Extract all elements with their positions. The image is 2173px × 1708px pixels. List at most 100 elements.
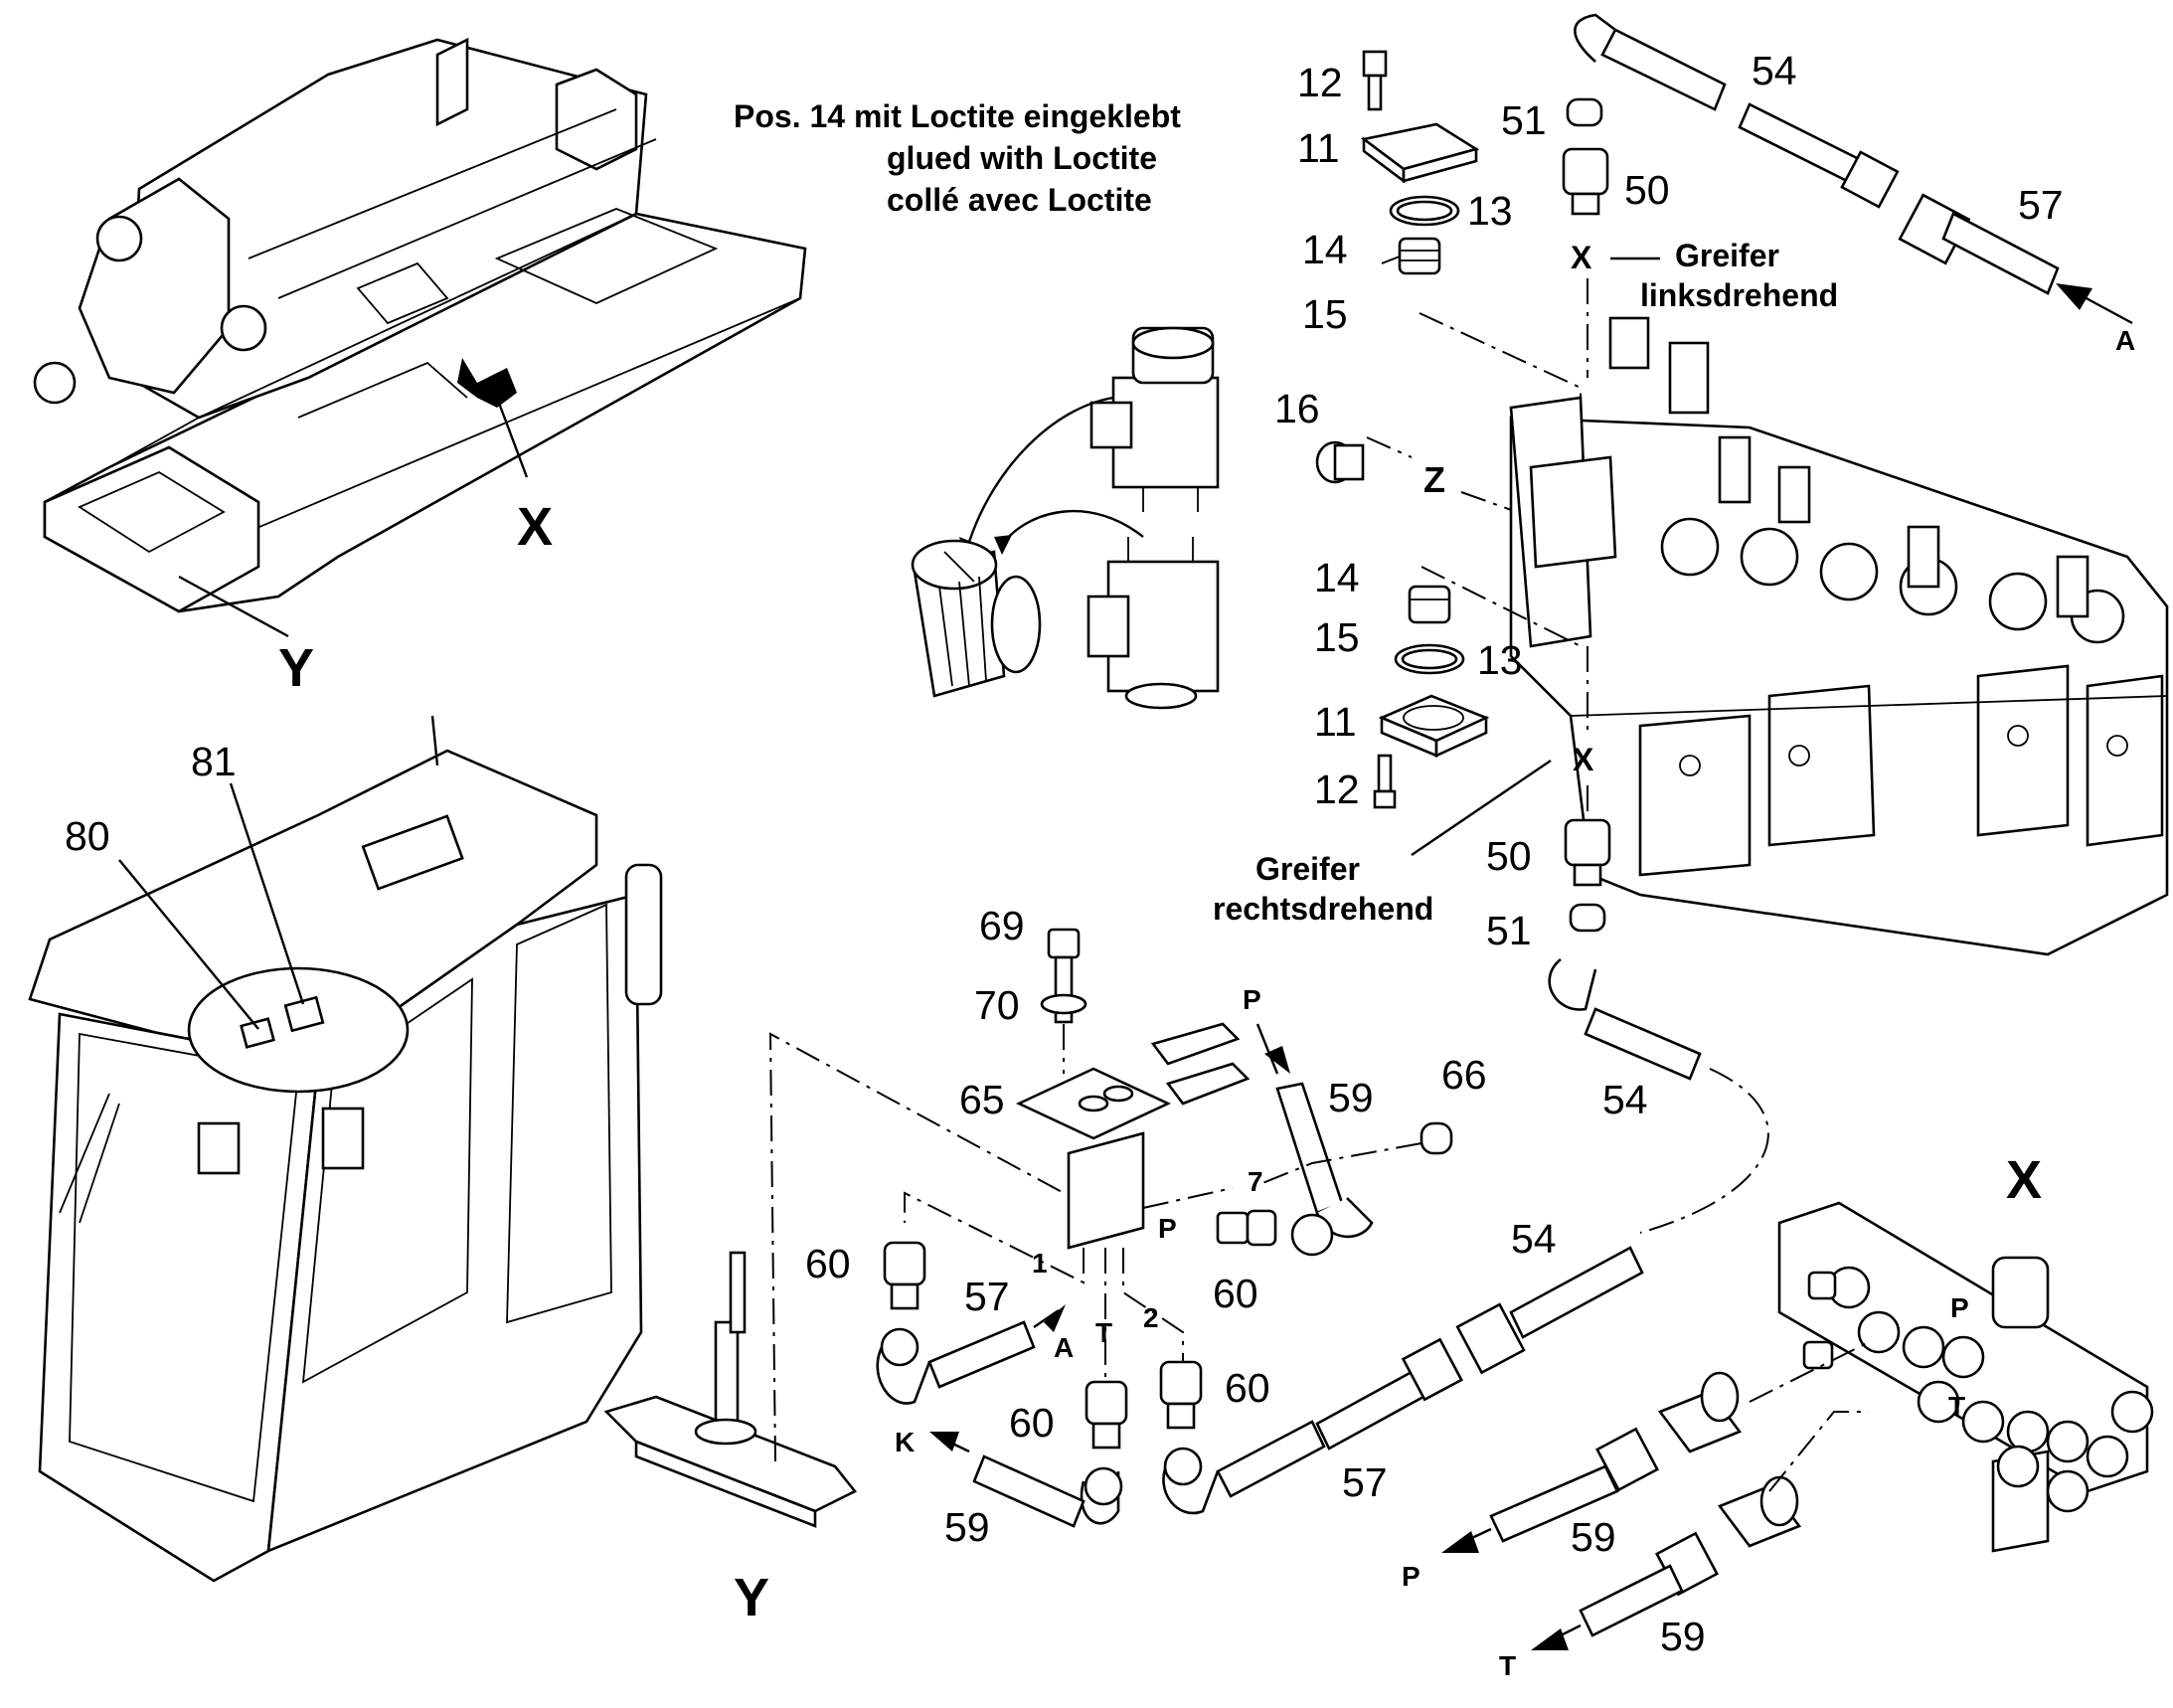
plug-66 bbox=[1420, 1121, 1453, 1155]
callout-70: 70 bbox=[974, 982, 1020, 1028]
callout-15: 15 bbox=[1302, 291, 1348, 337]
discard-arrow-2 bbox=[1003, 509, 1144, 543]
callout-81: 81 bbox=[191, 739, 237, 784]
callout-54: 54 bbox=[1752, 48, 1797, 93]
tee-fitting-p bbox=[1657, 1371, 1743, 1453]
screw-12-bottom bbox=[1373, 754, 1397, 809]
callout-51b: 51 bbox=[1486, 908, 1532, 953]
hose-57-a bbox=[927, 1320, 1036, 1389]
callout-57-b: 57 bbox=[1342, 1459, 1388, 1505]
tee-fitting-t bbox=[1717, 1475, 1802, 1548]
y-leader bbox=[178, 575, 289, 638]
distribution-manifold bbox=[1777, 1201, 2154, 1553]
loctite-note-en: glued with Loctite bbox=[887, 140, 1157, 176]
fitting-60-1 bbox=[883, 1241, 926, 1310]
port-p-hose: P bbox=[1243, 984, 1261, 1015]
x-marker-mid: X bbox=[1573, 742, 1594, 777]
hose-59-p bbox=[1489, 1427, 1659, 1543]
greifer-left-sub: linksdrehend bbox=[1640, 277, 1838, 313]
callout-66: 66 bbox=[1441, 1052, 1487, 1098]
callout-60-1: 60 bbox=[805, 1241, 851, 1286]
fitting-51-mid bbox=[1569, 903, 1606, 933]
plug-14-bottom bbox=[1408, 585, 1451, 624]
solenoid-valve-old bbox=[1089, 326, 1220, 512]
hose-59-t bbox=[1579, 1531, 1719, 1637]
callout-60-t: 60 bbox=[1009, 1400, 1055, 1446]
fitting-50-top bbox=[1562, 147, 1609, 216]
z-marker: Z bbox=[1423, 459, 1445, 500]
upper-frame-drawing bbox=[33, 37, 807, 613]
callout-54-c: 54 bbox=[1511, 1216, 1557, 1262]
callout-12b: 12 bbox=[1314, 767, 1360, 812]
cab-drawing bbox=[28, 715, 663, 1583]
port-a-top: A bbox=[2115, 325, 2135, 356]
fitting-50-mid bbox=[1564, 818, 1611, 887]
view-marker-x: X bbox=[517, 497, 553, 557]
fitting-60-t bbox=[1085, 1380, 1128, 1450]
greifer-right-label: Greifer bbox=[1255, 851, 1360, 887]
callout-59-t: 59 bbox=[1660, 1614, 1706, 1659]
hose-54-mid bbox=[1584, 1007, 1702, 1081]
x-marker-top: X bbox=[1571, 240, 1592, 275]
callout-69: 69 bbox=[979, 903, 1025, 948]
hose-57-b bbox=[1216, 1420, 1326, 1498]
pilot-valve-65 bbox=[1015, 1022, 1251, 1250]
hose-54-bottom bbox=[1455, 1246, 1644, 1375]
port-p-manifold: P bbox=[1950, 1292, 1969, 1323]
port-t-manifold: T bbox=[1948, 1391, 1965, 1422]
callout-80: 80 bbox=[65, 813, 110, 859]
control-valve-block bbox=[1509, 316, 2169, 956]
discard-arrow-1 bbox=[967, 396, 1114, 543]
callout-13: 13 bbox=[1467, 188, 1513, 234]
callout-60-2: 60 bbox=[1225, 1365, 1270, 1411]
solenoid-valve-new bbox=[1086, 537, 1220, 710]
hose-59-k bbox=[972, 1454, 1086, 1528]
arrow-a-top bbox=[2056, 283, 2092, 310]
callout-57: 57 bbox=[2018, 182, 2064, 228]
port-k: K bbox=[895, 1427, 915, 1457]
callout-65: 65 bbox=[959, 1077, 1005, 1122]
fitting-60-p bbox=[1216, 1209, 1277, 1247]
callout-14: 14 bbox=[1302, 227, 1348, 272]
hose-54-elbow bbox=[1548, 957, 1597, 1011]
trash-can-icon bbox=[911, 539, 1042, 698]
hose-57-top bbox=[1898, 193, 2060, 295]
fitting-60-2 bbox=[1159, 1360, 1203, 1430]
view-marker-y: Y bbox=[278, 638, 314, 698]
port-t-valve: T bbox=[1095, 1317, 1112, 1348]
callout-60-p: 60 bbox=[1213, 1271, 1258, 1316]
view-label-y: Y bbox=[734, 1568, 769, 1627]
port-t-hose-x: T bbox=[1499, 1650, 1516, 1681]
port-2: 2 bbox=[1143, 1302, 1159, 1333]
callout-11b: 11 bbox=[1314, 699, 1357, 745]
port-p-valve: P bbox=[1158, 1213, 1177, 1244]
callout-14b: 14 bbox=[1314, 555, 1360, 600]
port-p-hose-x: P bbox=[1402, 1561, 1421, 1592]
callout-13b: 13 bbox=[1477, 637, 1523, 683]
greifer-left-label: Greifer bbox=[1675, 238, 1779, 273]
pedal-drawing bbox=[603, 1251, 858, 1528]
callout-54b: 54 bbox=[1602, 1077, 1648, 1122]
port-7: 7 bbox=[1248, 1166, 1263, 1197]
fitting-51-top bbox=[1566, 97, 1603, 127]
callout-50b: 50 bbox=[1486, 833, 1532, 879]
hose-54-top bbox=[1600, 28, 1900, 209]
callout-50: 50 bbox=[1624, 167, 1670, 213]
loctite-note-de: Pos. 14 mit Loctite eingeklebt bbox=[734, 98, 1181, 134]
loctite-note-fr: collé avec Loctite bbox=[887, 182, 1152, 218]
port-1: 1 bbox=[1032, 1248, 1048, 1279]
callout-59-p: 59 bbox=[1571, 1514, 1616, 1560]
greifer-right-sub: rechtsdrehend bbox=[1213, 891, 1433, 927]
callout-16: 16 bbox=[1274, 386, 1320, 431]
callout-11: 11 bbox=[1297, 125, 1340, 171]
callout-59-k: 59 bbox=[944, 1504, 990, 1550]
callout-12: 12 bbox=[1297, 60, 1343, 105]
view-label-x: X bbox=[2006, 1150, 2042, 1210]
screw-12-top bbox=[1362, 50, 1388, 111]
cover-plate-front bbox=[1402, 147, 1478, 183]
leader-81 bbox=[229, 782, 305, 1005]
leader-80 bbox=[118, 859, 259, 1030]
sticker-zoom-circle bbox=[187, 966, 410, 1094]
